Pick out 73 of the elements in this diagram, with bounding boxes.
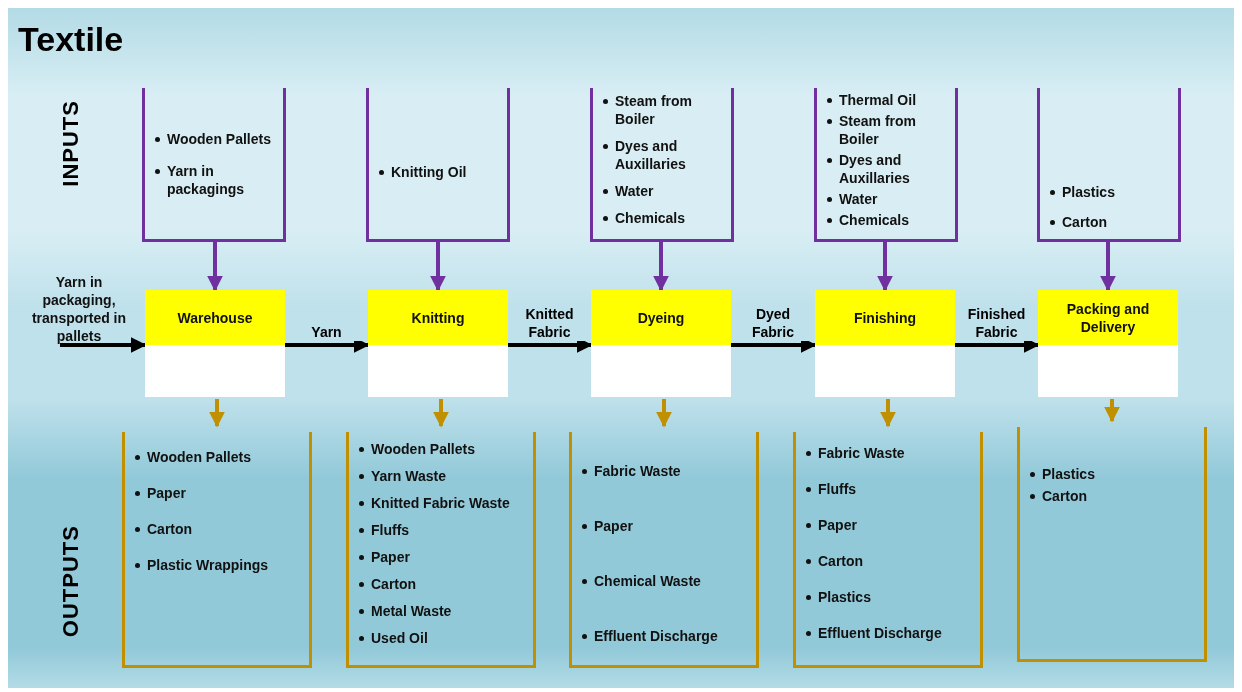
process-box [1038, 290, 1178, 397]
arrow [207, 242, 223, 292]
list-item: Wooden Pallets [167, 130, 271, 148]
process-box [145, 290, 285, 397]
list-item: Chemicals [615, 209, 686, 227]
list-item: Paper [818, 516, 857, 534]
list-item: Chemical Waste [594, 572, 701, 590]
list-item: Effluent Discharge [594, 627, 718, 645]
input-label: Yarn in packaging, transported in pallets [20, 273, 138, 345]
list-item: Plastics [1042, 465, 1095, 483]
arrow [880, 399, 896, 428]
list-item: Fabric Waste [594, 462, 681, 480]
list-item: Steam from Boiler [839, 112, 918, 148]
arrow [1104, 399, 1120, 423]
list-item: Carton [818, 552, 864, 570]
list-item: Carton [371, 575, 417, 593]
output-bin [569, 432, 759, 668]
arrow [653, 242, 669, 292]
arrow [1100, 242, 1116, 292]
input-bin [590, 88, 734, 242]
arrow [209, 399, 225, 428]
output-bin [793, 432, 983, 668]
list-item: Paper [594, 517, 633, 535]
list-item: Carton [147, 520, 193, 538]
section-label: OUTPUTS [58, 525, 84, 638]
list-item: Metal Waste [371, 602, 452, 620]
process-label: Warehouse [177, 308, 253, 327]
section-label: INPUTS [58, 100, 84, 187]
list-item: Plastic Wrappings [147, 556, 269, 574]
input-bin [142, 88, 286, 242]
list-item: Fluffs [371, 521, 410, 539]
process-label: Packing and Delivery [1065, 299, 1151, 336]
output-bin [346, 432, 536, 668]
arrow [433, 399, 449, 428]
input-bin [814, 88, 958, 242]
list-item: Steam from Boiler [615, 92, 694, 128]
process-label: Dyeing [637, 308, 685, 327]
list-item: Knitting Oil [391, 163, 467, 181]
list-item: Effluent Discharge [818, 624, 942, 642]
process-box [591, 290, 731, 397]
list-item: Water [839, 190, 878, 208]
list-item: Used Oil [371, 629, 428, 647]
arrow [430, 242, 446, 292]
process-box [368, 290, 508, 397]
diagram-title: Textile [18, 20, 124, 59]
list-item: Water [615, 182, 654, 200]
list-item: Fabric Waste [818, 444, 905, 462]
arrow [60, 337, 147, 353]
list-item: Yarn in packagings [167, 162, 246, 198]
output-bin [1017, 427, 1207, 662]
output-bin [122, 432, 312, 668]
list-item: Paper [147, 484, 186, 502]
list-item: Plastics [1062, 183, 1115, 201]
list-item: Wooden Pallets [371, 440, 475, 458]
list-item: Chemicals [839, 211, 910, 229]
list-item: Fluffs [818, 480, 857, 498]
arrow [656, 399, 672, 428]
input-bin [1037, 88, 1181, 242]
input-bin [366, 88, 510, 242]
process-label: Knitting [411, 308, 465, 327]
arrow [877, 242, 893, 292]
list-item: Wooden Pallets [147, 448, 251, 466]
list-item: Carton [1062, 213, 1108, 231]
list-item: Thermal Oil [839, 91, 917, 109]
list-item: Dyes and Auxillaries [839, 151, 911, 187]
list-item: Paper [371, 548, 410, 566]
list-item: Yarn Waste [371, 467, 446, 485]
list-item: Knitted Fabric Waste [371, 494, 510, 512]
process-box [815, 290, 955, 397]
list-item: Carton [1042, 487, 1088, 505]
process-label: Finishing [853, 308, 917, 327]
list-item: Dyes and Auxillaries [615, 137, 687, 173]
list-item: Plastics [818, 588, 871, 606]
